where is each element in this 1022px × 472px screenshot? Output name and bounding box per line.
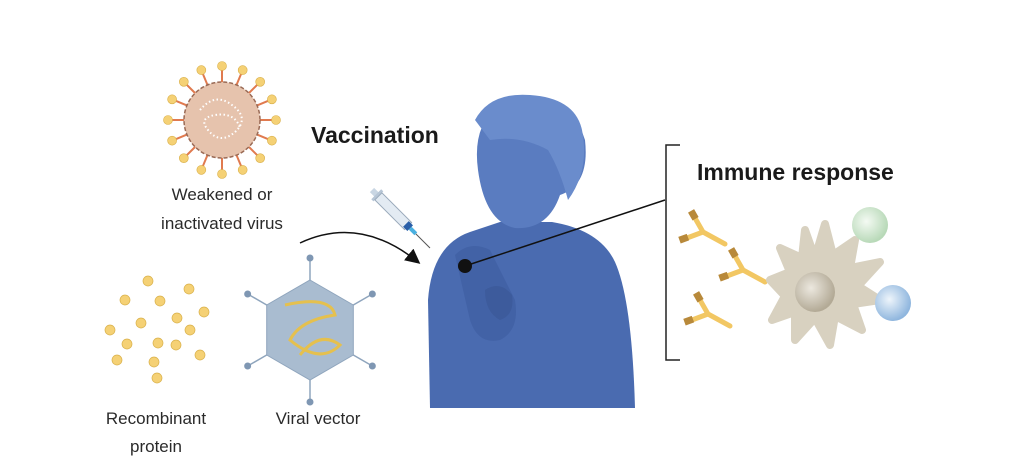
bracket xyxy=(665,144,680,361)
green-cell-icon xyxy=(852,207,888,243)
protein-dot xyxy=(148,356,160,368)
protein-dot xyxy=(119,294,131,306)
protein-dot xyxy=(171,312,183,324)
protein-dot xyxy=(142,275,154,287)
dendritic-cell-icon xyxy=(766,220,884,349)
protein-dot xyxy=(184,324,196,336)
protein-dot xyxy=(154,295,166,307)
immune-response-title: Immune response xyxy=(697,159,894,185)
protein-dot xyxy=(121,338,133,350)
protein-dot xyxy=(151,372,163,384)
antibody-icon xyxy=(678,209,728,247)
protein-dot xyxy=(194,349,206,361)
protein-dot xyxy=(135,317,147,329)
virus-label-line1: Weakened or xyxy=(172,185,273,204)
virus-label-line2: inactivated virus xyxy=(161,214,283,233)
vector-label: Viral vector xyxy=(276,409,361,428)
blue-cell-icon xyxy=(875,285,911,321)
vaccination-title: Vaccination xyxy=(311,122,439,148)
person-illustration xyxy=(428,94,635,408)
viral-vector-icon xyxy=(244,254,376,406)
protein-dot xyxy=(104,324,116,336)
pointer-line xyxy=(464,199,666,267)
protein-dot xyxy=(198,306,210,318)
protein-dot xyxy=(183,283,195,295)
protein-dots-icon xyxy=(104,275,210,384)
syringe-icon xyxy=(369,187,431,249)
arrow-icon xyxy=(299,231,421,264)
virus-icon xyxy=(163,61,281,179)
antibody-icon xyxy=(683,291,733,329)
protein-label-line2: protein xyxy=(130,437,182,456)
injection-site-dot xyxy=(458,259,472,273)
protein-label-line1: Recombinant xyxy=(106,409,206,428)
protein-dot xyxy=(170,339,182,351)
protein-dot xyxy=(152,337,164,349)
antibody-icon xyxy=(718,247,768,285)
protein-dot xyxy=(111,354,123,366)
